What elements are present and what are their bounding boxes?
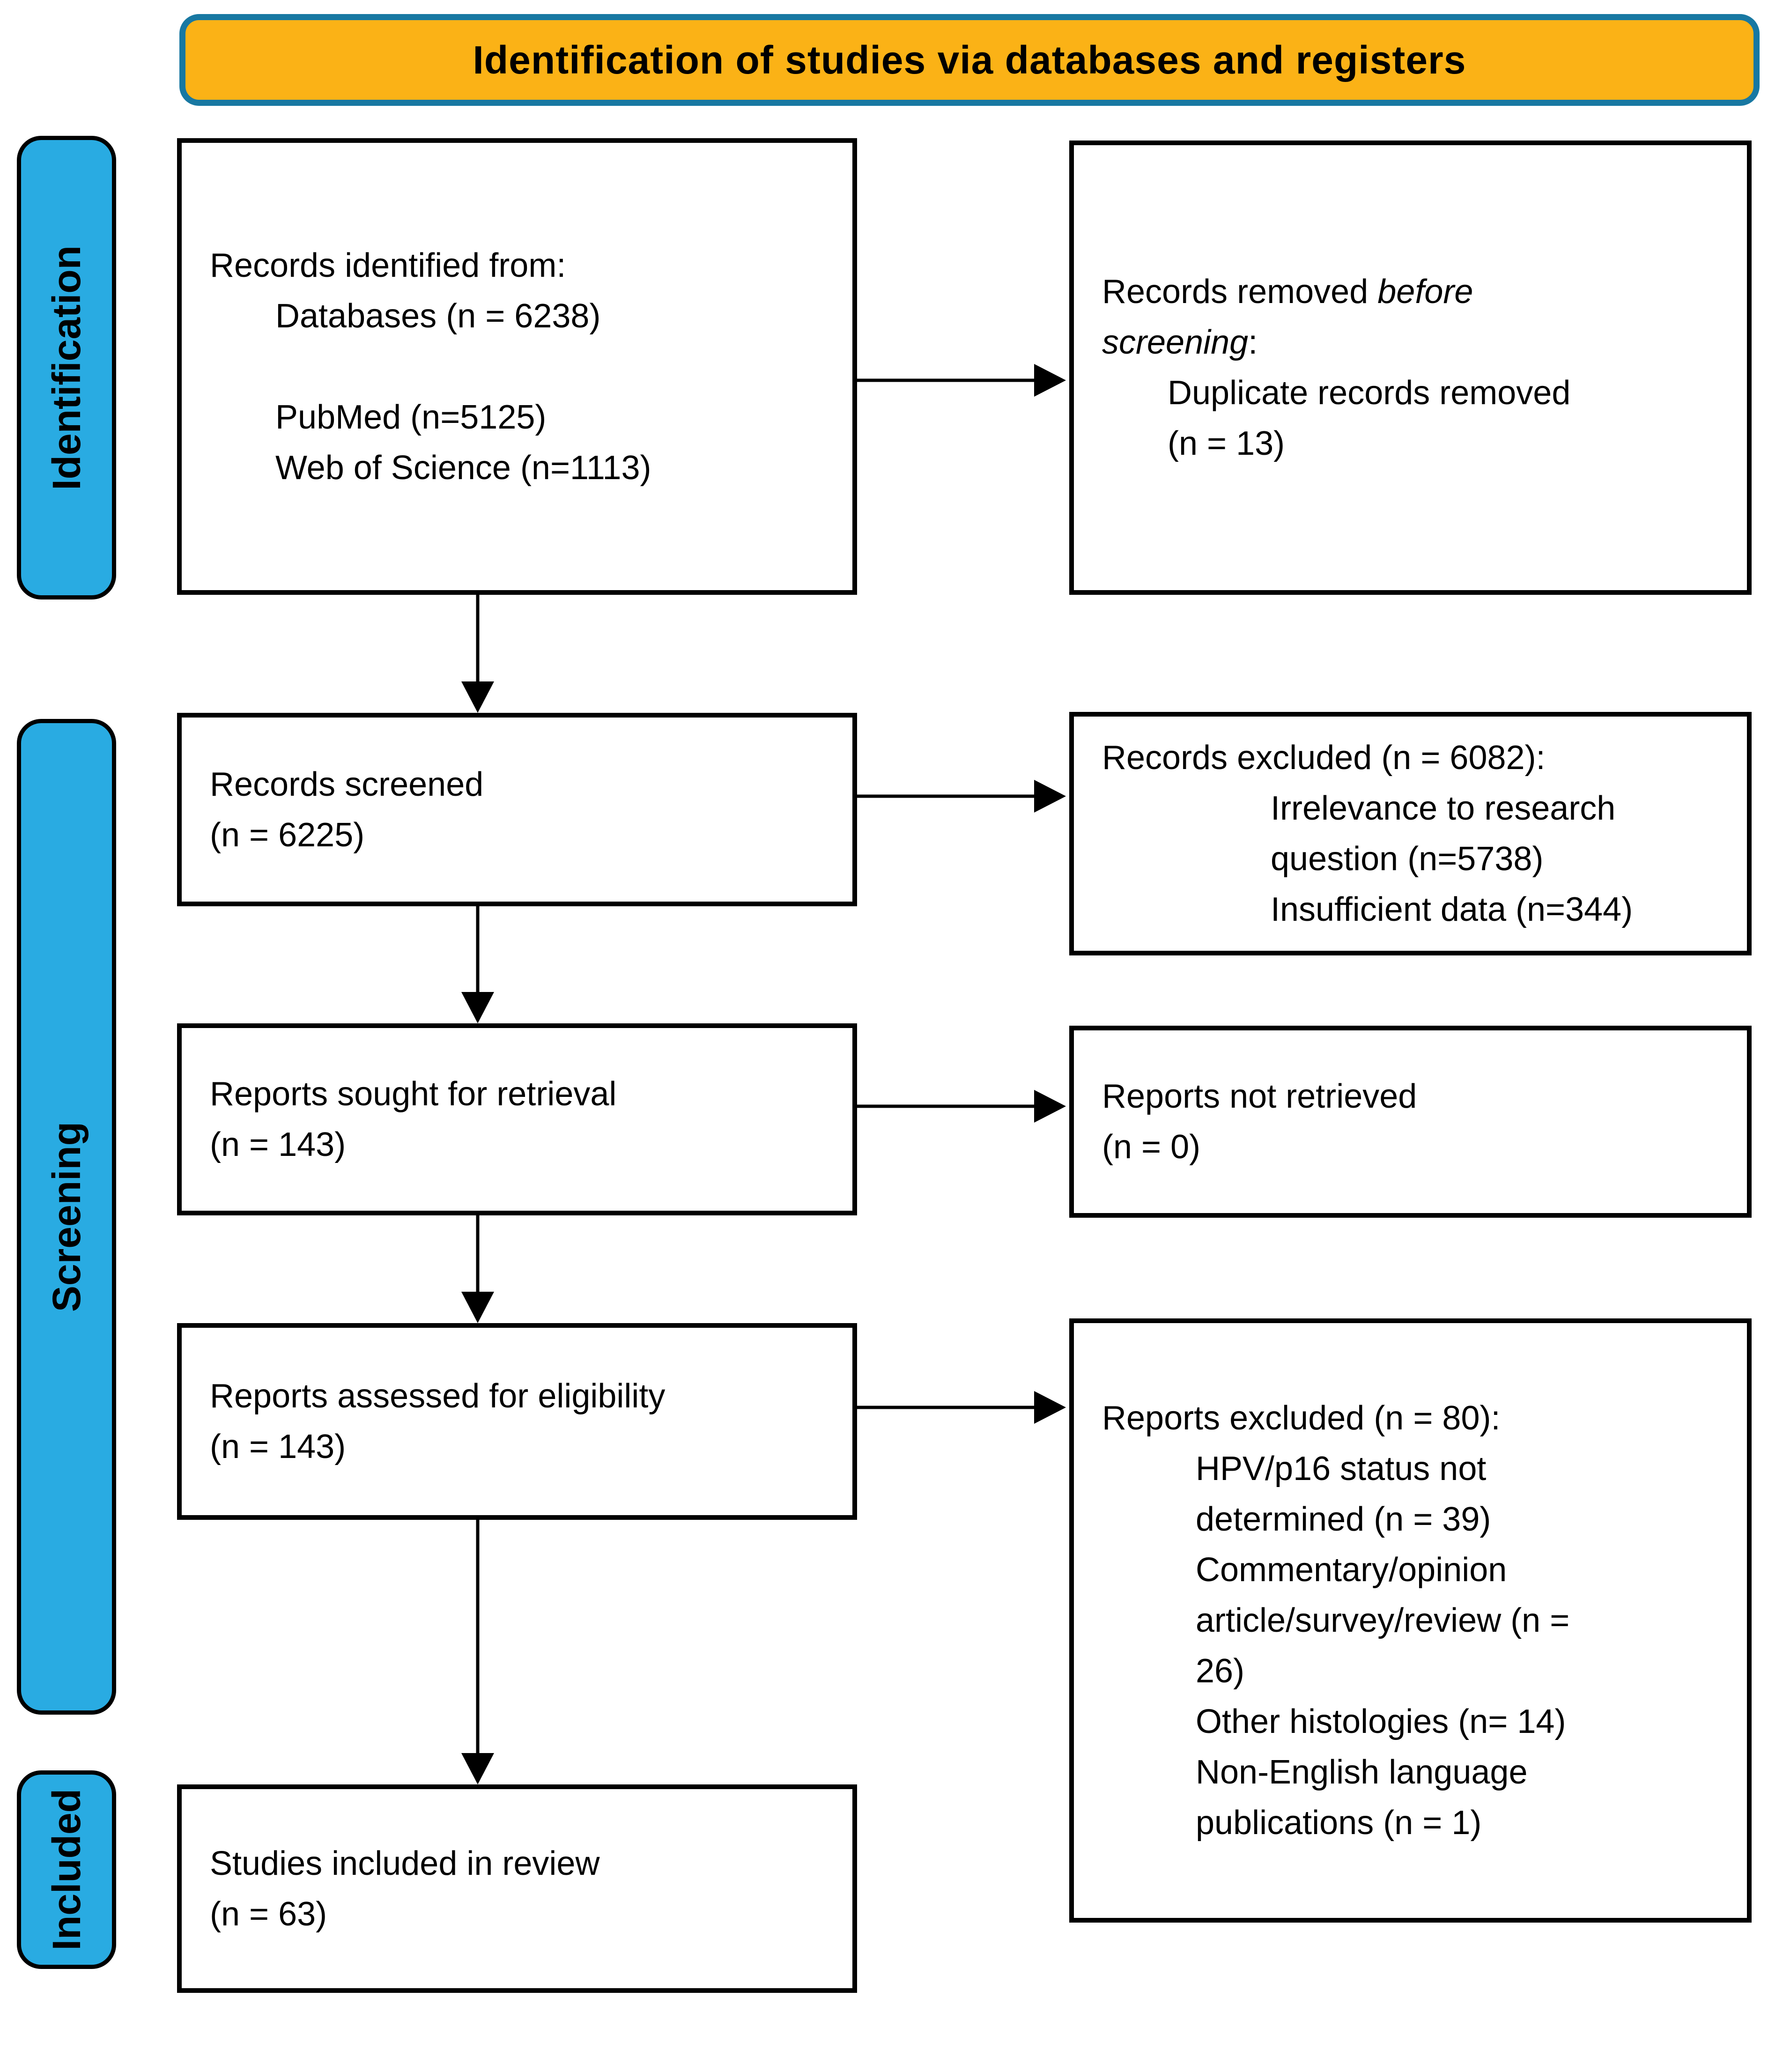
box-records-excluded: Records excluded (n = 6082): Irrelevance… <box>1069 712 1752 955</box>
box-reports-excluded: Reports excluded (n = 80): HPV/p16 statu… <box>1069 1318 1752 1923</box>
arrow-assessed-to-reports-excluded <box>856 1391 1066 1424</box>
records-screened-count: (n = 6225) <box>210 816 365 854</box>
stage-label-included: Included <box>17 1770 116 1969</box>
reports-excluded-commentary: Commentary/opinion article/survey/review… <box>1196 1551 1570 1690</box>
box-records-removed: Records removed before screening: Duplic… <box>1069 141 1752 595</box>
studies-included-count: (n = 63) <box>210 1895 327 1933</box>
stage-label-screening-text: Screening <box>44 1121 89 1312</box>
reports-sought-title: Reports sought for retrieval <box>210 1075 617 1113</box>
blank-line <box>210 341 824 392</box>
arrow-assessed-to-included <box>461 1519 494 1784</box>
box-reports-sought: Reports sought for retrieval (n = 143) <box>177 1023 857 1215</box>
box-records-identified: Records identified from: Databases (n = … <box>177 138 857 595</box>
records-identified-header: Records identified from: <box>210 246 566 284</box>
stage-label-screening: Screening <box>17 719 116 1715</box>
reports-excluded-other-histologies: Other histologies (n= 14) <box>1196 1703 1566 1740</box>
records-identified-web-of-science: Web of Science (n=1113) <box>275 449 651 487</box>
box-reports-not-retrieved: Reports not retrieved (n = 0) <box>1069 1026 1752 1218</box>
records-excluded-irrelevance: Irrelevance to research question (n=5738… <box>1271 790 1616 878</box>
records-removed-header-prefix: Records removed <box>1102 273 1378 311</box>
diagram-title: Identification of studies via databases … <box>473 37 1466 82</box>
reports-assessed-title: Reports assessed for eligibility <box>210 1377 666 1415</box>
box-records-screened: Records screened (n = 6225) <box>177 713 857 906</box>
records-removed-header: Records removed before screening: <box>1102 266 1606 368</box>
reports-sought-count: (n = 143) <box>210 1126 346 1163</box>
stage-label-included-text: Included <box>44 1789 89 1951</box>
reports-not-retrieved-count: (n = 0) <box>1102 1128 1201 1166</box>
records-identified-databases: Databases (n = 6238) <box>275 297 601 335</box>
arrow-identified-to-removed <box>856 364 1066 397</box>
box-reports-assessed: Reports assessed for eligibility (n = 14… <box>177 1323 857 1520</box>
records-excluded-insufficient: Insufficient data (n=344) <box>1271 891 1633 928</box>
records-screened-title: Records screened <box>210 765 484 803</box>
arrow-sought-to-not-retrieved <box>856 1090 1066 1123</box>
reports-excluded-hpv-p16: HPV/p16 status not determined (n = 39) <box>1196 1450 1491 1538</box>
arrow-screened-to-sought <box>461 905 494 1023</box>
reports-assessed-count: (n = 143) <box>210 1428 346 1465</box>
studies-included-title: Studies included in review <box>210 1844 600 1882</box>
title-banner: Identification of studies via databases … <box>179 14 1760 106</box>
records-removed-duplicates: Duplicate records removed (n = 13) <box>1168 374 1571 462</box>
arrow-sought-to-assessed <box>461 1214 494 1323</box>
records-excluded-header: Records excluded (n = 6082): <box>1102 739 1546 777</box>
reports-not-retrieved-title: Reports not retrieved <box>1102 1078 1417 1115</box>
stage-label-identification: Identification <box>17 136 116 599</box>
stage-label-identification-text: Identification <box>44 245 89 490</box>
arrow-screened-to-excluded <box>856 780 1066 813</box>
box-studies-included: Studies included in review (n = 63) <box>177 1784 857 1993</box>
reports-excluded-header: Reports excluded (n = 80): <box>1102 1399 1501 1437</box>
reports-excluded-non-english: Non-English language publications (n = 1… <box>1196 1754 1528 1842</box>
records-removed-header-italic: before screening <box>1102 273 1473 361</box>
records-identified-pubmed: PubMed (n=5125) <box>275 398 547 436</box>
arrow-identified-to-screened <box>461 594 494 713</box>
records-removed-header-suffix: : <box>1248 324 1258 361</box>
